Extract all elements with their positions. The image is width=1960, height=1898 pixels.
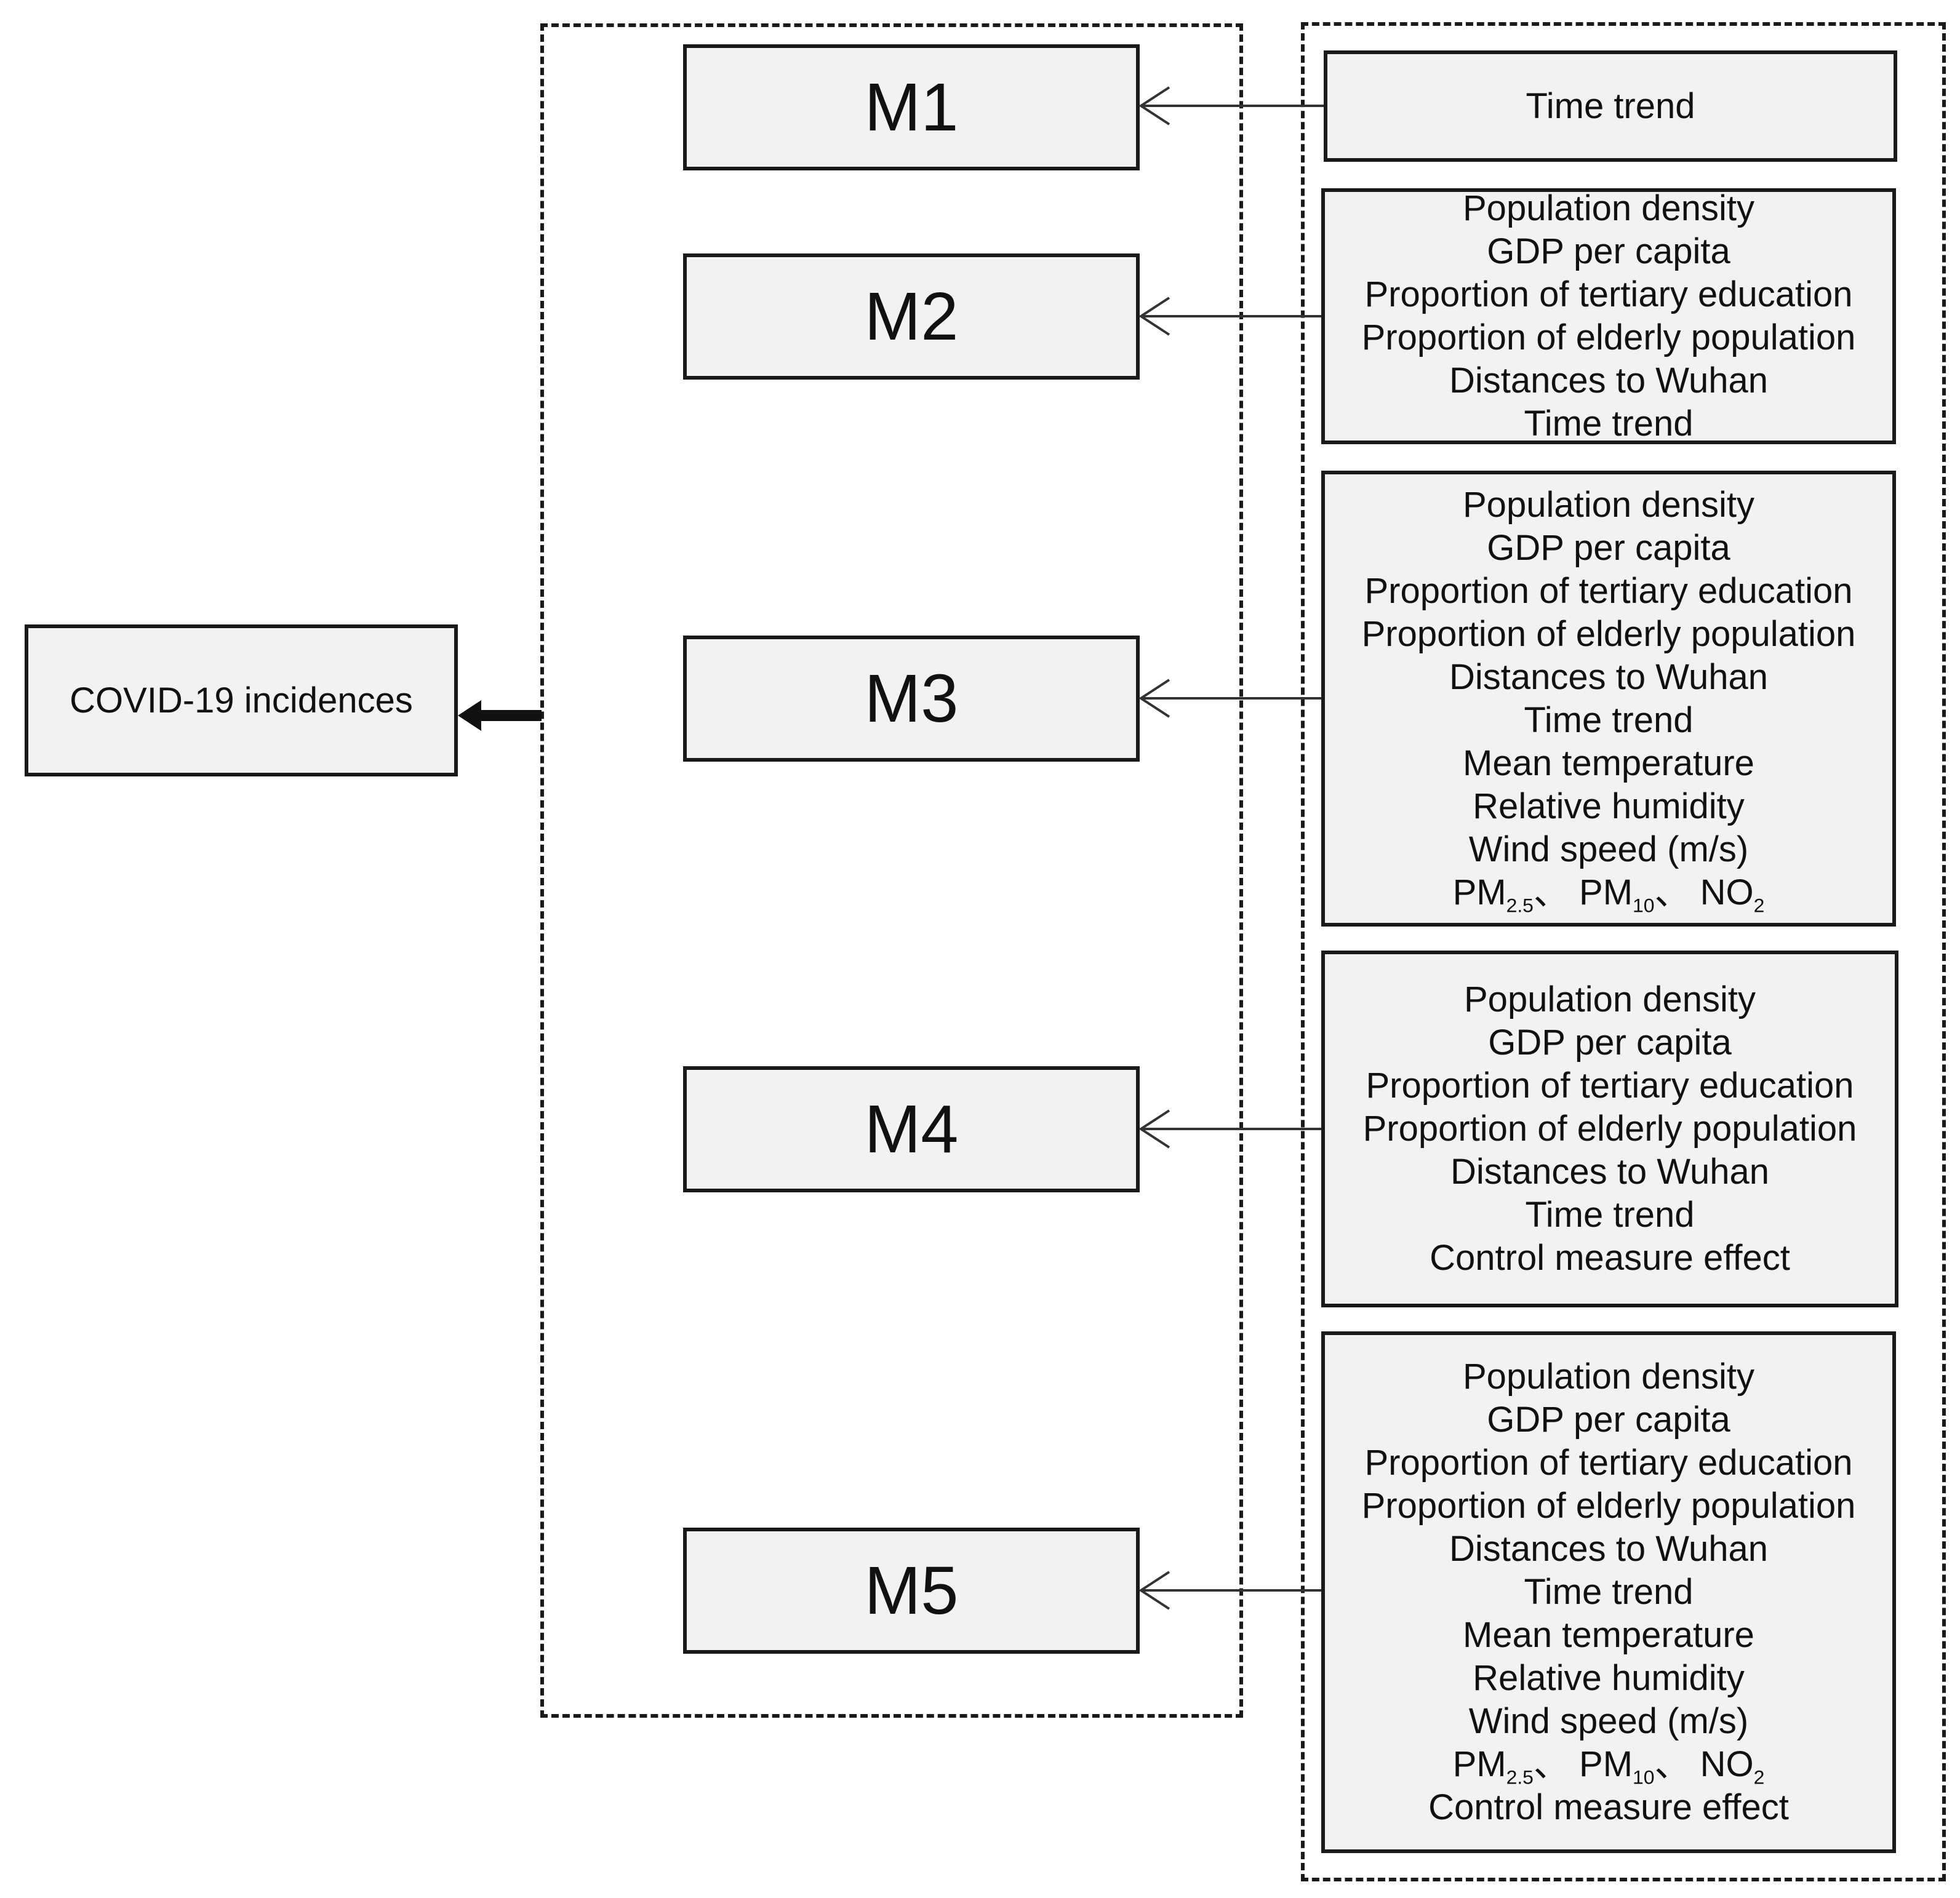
subscript: 10 bbox=[1633, 1766, 1655, 1788]
subscript: 2.5 bbox=[1506, 894, 1534, 917]
variable-item: GDP per capita bbox=[1487, 1400, 1730, 1440]
model-label-m1: M1 bbox=[864, 69, 959, 145]
variable-item: Proportion of tertiary education bbox=[1366, 1066, 1854, 1106]
models-group bbox=[540, 23, 1243, 1718]
variable-item: Proportion of elderly population bbox=[1361, 613, 1856, 654]
variable-item: Distances to Wuhan bbox=[1449, 656, 1768, 697]
variable-text-part: 、 NO bbox=[1654, 1744, 1754, 1784]
variable-item: Population density bbox=[1463, 188, 1754, 228]
variable-item: Population density bbox=[1464, 979, 1756, 1019]
variable-text-part: PM bbox=[1452, 872, 1506, 912]
model-label-m2: M2 bbox=[864, 278, 959, 354]
variable-item: PM2.5、 PM10、 NO2 bbox=[1452, 871, 1765, 917]
variable-item: Distances to Wuhan bbox=[1450, 1152, 1769, 1192]
variable-item: Time trend bbox=[1525, 1195, 1695, 1235]
model-label-m5: M5 bbox=[864, 1552, 959, 1629]
variable-item: GDP per capita bbox=[1488, 1023, 1732, 1063]
variable-text-part: 、 PM bbox=[1533, 872, 1633, 912]
variable-item: PM2.5、 PM10、 NO2 bbox=[1452, 1743, 1765, 1788]
variable-item: Distances to Wuhan bbox=[1449, 361, 1768, 401]
variable-item: Proportion of tertiary education bbox=[1364, 274, 1853, 314]
variable-item: Wind speed (m/s) bbox=[1468, 1701, 1749, 1741]
variable-item: Time trend bbox=[1524, 404, 1694, 444]
model-label-m4: M4 bbox=[864, 1091, 959, 1167]
variable-text-part: 、 NO bbox=[1654, 872, 1754, 912]
subscript: 2 bbox=[1753, 1766, 1765, 1788]
variable-item: GDP per capita bbox=[1487, 231, 1730, 271]
variable-item: Control measure effect bbox=[1430, 1238, 1790, 1278]
outcome-label: COVID-19 incidences bbox=[70, 680, 413, 720]
variable-item: Time trend bbox=[1524, 700, 1694, 740]
variables-group bbox=[1301, 22, 1946, 1881]
model-box-m2: M2 bbox=[683, 253, 1140, 380]
outcome-box: COVID-19 incidences bbox=[25, 624, 458, 776]
variable-item: Population density bbox=[1463, 484, 1754, 525]
variable-item: Proportion of tertiary education bbox=[1364, 1443, 1853, 1483]
variable-item: Time trend bbox=[1524, 1572, 1694, 1612]
arrowhead-outcome bbox=[458, 700, 481, 731]
variable-item: Relative humidity bbox=[1473, 786, 1745, 826]
variable-item: Proportion of elderly population bbox=[1361, 1486, 1856, 1526]
subscript: 2 bbox=[1753, 894, 1765, 917]
model-box-m3: M3 bbox=[683, 636, 1140, 762]
subscript: 2.5 bbox=[1506, 1766, 1534, 1788]
variable-item: Mean temperature bbox=[1463, 743, 1754, 783]
model-label-m3: M3 bbox=[864, 660, 959, 736]
variable-item: Proportion of elderly population bbox=[1361, 317, 1856, 357]
model-box-m4: M4 bbox=[683, 1066, 1140, 1192]
model-box-m1: M1 bbox=[683, 44, 1140, 170]
variable-text-part: PM bbox=[1452, 1744, 1506, 1784]
model-box-m5: M5 bbox=[683, 1528, 1140, 1654]
variable-item: Control measure effect bbox=[1428, 1787, 1789, 1827]
variable-item: Mean temperature bbox=[1463, 1615, 1754, 1655]
variables-box-m1: Time trend bbox=[1324, 50, 1897, 162]
variable-item: Distances to Wuhan bbox=[1449, 1529, 1768, 1569]
variable-item: Time trend bbox=[1526, 86, 1695, 126]
variable-item: Proportion of elderly population bbox=[1362, 1109, 1857, 1149]
variable-text-part: 、 PM bbox=[1533, 1744, 1633, 1784]
variable-item: Wind speed (m/s) bbox=[1468, 829, 1749, 869]
variable-item: GDP per capita bbox=[1487, 527, 1730, 568]
subscript: 10 bbox=[1633, 894, 1655, 917]
variable-item: Relative humidity bbox=[1473, 1658, 1745, 1698]
variable-item: Population density bbox=[1463, 1357, 1754, 1397]
variable-item: Proportion of tertiary education bbox=[1364, 570, 1853, 611]
